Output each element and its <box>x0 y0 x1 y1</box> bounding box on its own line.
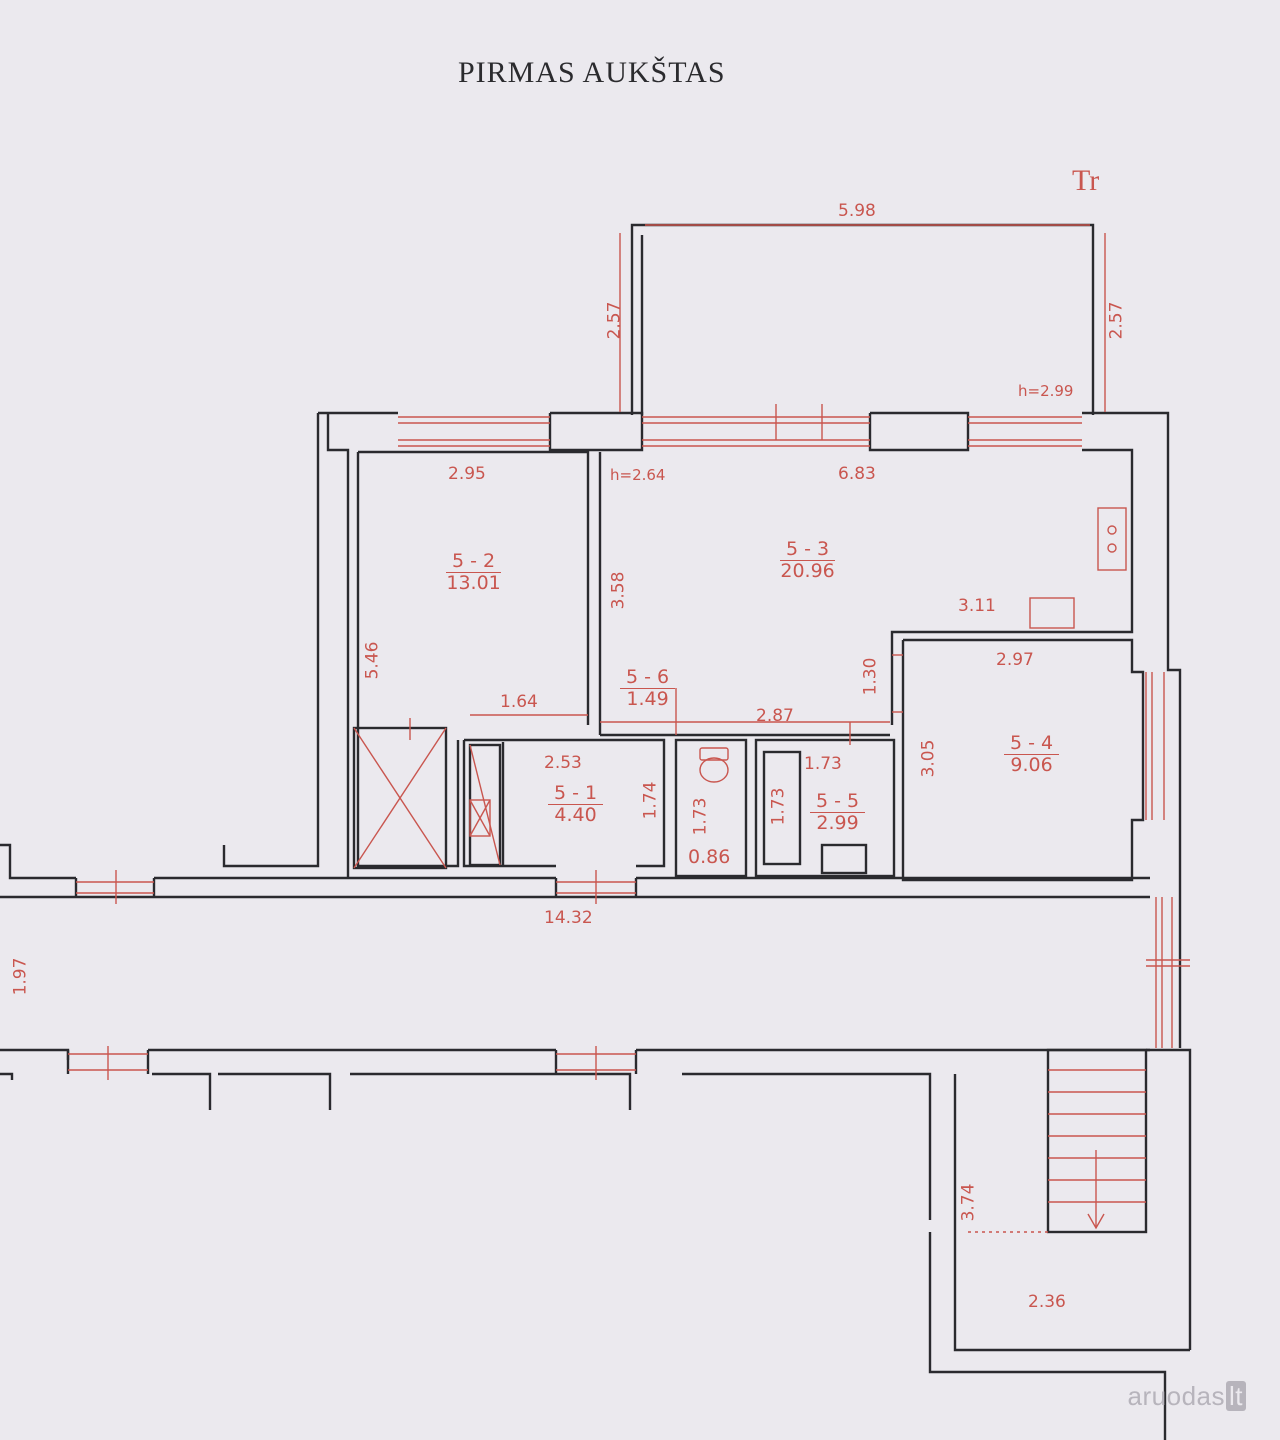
dim-bath-height: 1.73 <box>768 787 789 826</box>
dim-room3-depth: 3.58 <box>608 571 629 610</box>
dim-wc-height: 1.73 <box>690 797 711 836</box>
balcony-height: h=2.99 <box>1018 382 1074 400</box>
room-id: 5 - 4 <box>1004 734 1060 755</box>
room3-height-note: h=2.64 <box>610 466 666 484</box>
windows-and-dimensions <box>68 224 1190 1233</box>
watermark-brand: aruodas <box>1127 1381 1225 1411</box>
room-id: 5 - 5 <box>810 792 866 813</box>
watermark-suffix: lt <box>1226 1381 1246 1411</box>
dim-stair-width: 2.36 <box>1028 1292 1066 1312</box>
room-area: 4.40 <box>554 804 597 826</box>
walls <box>0 223 1192 1440</box>
dim-room1-height: 1.74 <box>640 781 661 820</box>
dim-corridor-length: 14.32 <box>544 908 593 928</box>
dim-room4-height: 3.05 <box>918 739 939 778</box>
room-5-4: 5 - 4 9.06 <box>1004 734 1060 776</box>
balcony-depth-right: 2.57 <box>1106 301 1127 340</box>
room-area: 2.99 <box>816 812 859 834</box>
room-area: 13.01 <box>446 572 501 594</box>
dim-room1-width: 2.53 <box>544 753 582 773</box>
dim-room2-width: 2.95 <box>448 464 486 484</box>
dim-room3-lower: 1.30 <box>860 657 881 696</box>
dim-bath-width: 1.73 <box>804 754 842 774</box>
dim-room2-bottom: 1.64 <box>500 692 538 712</box>
room-5-1: 5 - 1 4.40 <box>548 784 604 826</box>
balcony-depth-left: 2.57 <box>604 301 625 340</box>
wc-area: 0.86 <box>688 846 731 868</box>
room-5-2: 5 - 2 13.01 <box>446 552 502 594</box>
room-area: 9.06 <box>1010 754 1053 776</box>
balcony-width: 5.98 <box>838 201 876 221</box>
dim-room2-height: 5.46 <box>362 641 383 680</box>
dim-room3-width: 6.83 <box>838 464 876 484</box>
dim-hall-length: 2.87 <box>756 706 794 726</box>
room-area: 20.96 <box>780 560 835 582</box>
floor-title: PIRMAS AUKŠTAS <box>458 56 726 89</box>
dim-corridor-width: 1.97 <box>10 957 31 996</box>
dim-kitchen-length: 3.11 <box>958 596 996 616</box>
room-id: 5 - 1 <box>548 784 604 805</box>
room-area: 1.49 <box>626 688 669 710</box>
room-id: 5 - 3 <box>780 540 836 561</box>
room-5-6: 5 - 6 1.49 <box>620 668 676 710</box>
north-mark: Tr <box>1072 164 1100 197</box>
room-5-3: 5 - 3 20.96 <box>780 540 836 582</box>
dim-stair-length: 3.74 <box>958 1183 979 1222</box>
room-id: 5 - 2 <box>446 552 502 573</box>
room-id: 5 - 6 <box>620 668 676 689</box>
room-5-5: 5 - 5 2.99 <box>810 792 866 834</box>
dim-room4-width: 2.97 <box>996 650 1034 670</box>
